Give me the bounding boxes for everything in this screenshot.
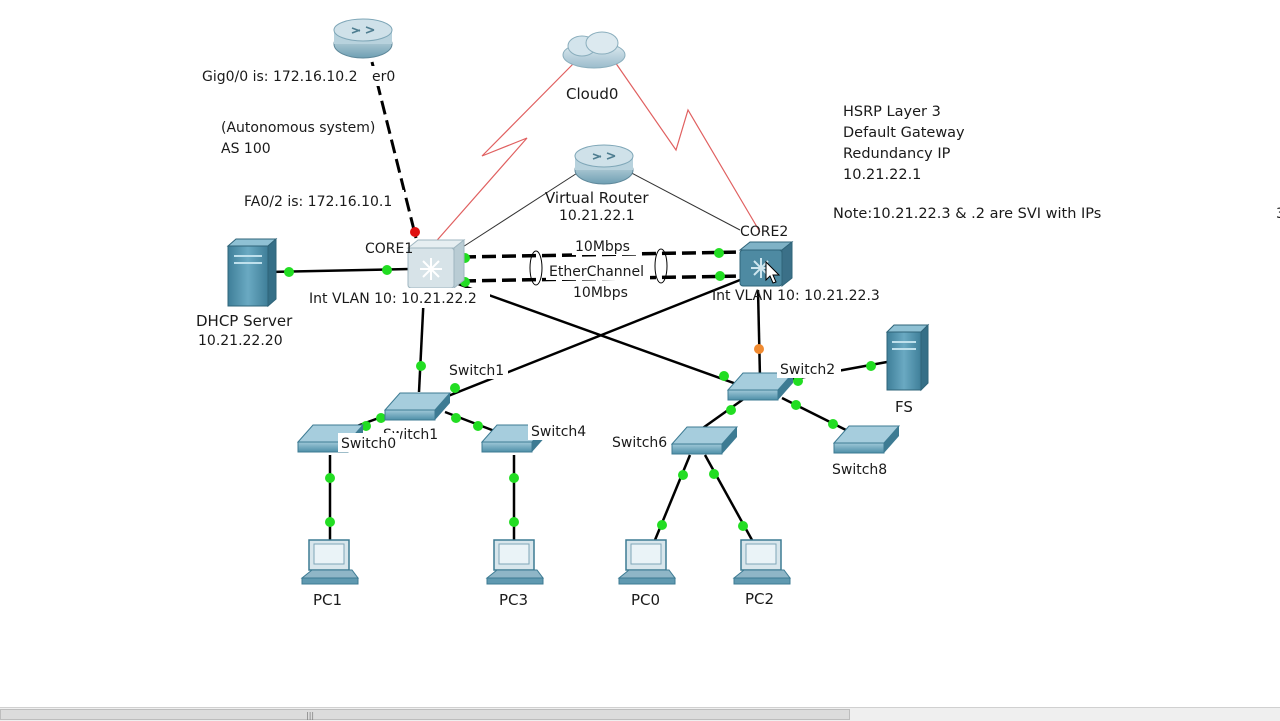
status-dot xyxy=(714,248,724,258)
link-core1-switch1[interactable] xyxy=(417,291,426,393)
dhcp-ip: 10.21.22.20 xyxy=(198,333,283,349)
status-dot xyxy=(738,521,748,531)
status-dot xyxy=(726,405,736,415)
switch1-icon[interactable] xyxy=(383,392,452,421)
virtual-router-label: Virtual Router xyxy=(545,189,649,207)
virtual-router-ip: 10.21.22.1 xyxy=(559,208,635,224)
switch6-label: Switch6 xyxy=(612,435,667,451)
virtual-router-icon[interactable] xyxy=(574,144,634,185)
pc3-icon[interactable] xyxy=(485,539,544,585)
link-switch2-switch6[interactable] xyxy=(699,396,746,432)
status-dot xyxy=(657,520,667,530)
horizontal-scrollbar[interactable]: ||| xyxy=(0,707,1280,721)
pc2-label: PC2 xyxy=(745,590,774,608)
link-core2-switch2[interactable] xyxy=(756,289,762,379)
status-dot xyxy=(410,227,420,237)
status-dot xyxy=(325,517,335,527)
speed-top-label: 10Mbps xyxy=(575,239,630,255)
link-cloud-core2-serial[interactable] xyxy=(614,61,761,233)
hsrp-note-line3: Redundancy IP xyxy=(843,146,951,162)
status-dot xyxy=(473,421,483,431)
status-dot xyxy=(509,473,519,483)
status-dot xyxy=(325,473,335,483)
cloud-icon[interactable] xyxy=(562,31,626,69)
as-label-line2: AS 100 xyxy=(221,141,271,157)
scrollbar-thumb[interactable]: ||| xyxy=(0,709,850,720)
status-dot xyxy=(376,413,386,423)
pc0-icon[interactable] xyxy=(617,539,676,585)
core2-multilayer-switch-icon[interactable] xyxy=(738,240,794,288)
status-dot xyxy=(361,421,371,431)
speed-bottom-label: 10Mbps xyxy=(573,285,628,301)
edge-mark: 3 xyxy=(1276,206,1280,222)
switch1-label: Switch1 xyxy=(449,363,504,379)
link-core2-switch1[interactable] xyxy=(437,276,746,402)
mouse-cursor-icon xyxy=(765,260,781,284)
router0-label-tail: er0 xyxy=(372,69,395,85)
link-cloud-core1-serial[interactable] xyxy=(431,61,576,247)
router0-label: Gig0/0 is: 172.16.10.2 xyxy=(202,69,358,85)
dhcp-label: DHCP Server xyxy=(196,312,293,330)
switch6-icon[interactable] xyxy=(670,426,739,455)
core2-label: CORE2 xyxy=(740,224,788,240)
fs-label: FS xyxy=(895,398,913,416)
status-dot xyxy=(719,371,729,381)
link-vrouter-core2 xyxy=(621,167,741,231)
pc1-icon[interactable] xyxy=(300,539,359,585)
pc2-icon[interactable] xyxy=(732,539,791,585)
switch8-label: Switch8 xyxy=(832,462,887,478)
fa02-label: FA0/2 is: 172.16.10.1 xyxy=(244,194,392,210)
status-dot xyxy=(451,413,461,423)
svi-note: Note:10.21.22.3 & .2 are SVI with IPs xyxy=(833,206,1101,222)
status-dot xyxy=(866,361,876,371)
switch0-label: Switch0 xyxy=(341,436,396,452)
status-dot xyxy=(678,470,688,480)
hsrp-note-line1: HSRP Layer 3 xyxy=(843,104,941,120)
router-icon[interactable] xyxy=(333,18,393,59)
pc1-label: PC1 xyxy=(313,591,342,609)
status-dot xyxy=(793,376,803,386)
etherchannel-oval-right xyxy=(654,248,668,284)
pc0-label: PC0 xyxy=(631,591,660,609)
hsrp-note-line2: Default Gateway xyxy=(843,125,965,141)
switch4-label: Switch4 xyxy=(531,424,586,440)
scrollbar-grip-icon: ||| xyxy=(306,711,315,720)
switch8-icon[interactable] xyxy=(832,425,901,454)
status-dot xyxy=(791,400,801,410)
status-dot xyxy=(754,344,764,354)
link-router0-core1[interactable] xyxy=(370,61,418,239)
status-dot xyxy=(284,267,294,277)
status-dot xyxy=(382,265,392,275)
hsrp-note-line4: 10.21.22.1 xyxy=(843,167,921,183)
status-dot xyxy=(450,383,460,393)
etherchannel-label: EtherChannel xyxy=(549,264,644,280)
status-dot xyxy=(709,469,719,479)
status-dot xyxy=(509,517,519,527)
switch2-label: Switch2 xyxy=(780,362,835,378)
etherchannel-oval-left xyxy=(529,250,543,286)
core1-multilayer-switch-icon[interactable] xyxy=(406,238,466,290)
fs-server-icon[interactable] xyxy=(885,323,930,392)
cloud-label: Cloud0 xyxy=(566,85,618,103)
status-dot xyxy=(828,419,838,429)
switch2-icon[interactable] xyxy=(726,372,795,401)
link-vrouter-core1 xyxy=(454,167,586,253)
pc3-label: PC3 xyxy=(499,591,528,609)
as-label-line1: (Autonomous system) xyxy=(221,120,375,136)
core1-vlan-label: Int VLAN 10: 10.21.22.2 xyxy=(309,291,477,307)
core1-label: CORE1 xyxy=(365,241,413,257)
core2-vlan-label: Int VLAN 10: 10.21.22.3 xyxy=(712,288,880,304)
dhcp-server-icon[interactable] xyxy=(226,237,278,308)
status-dot xyxy=(715,271,725,281)
status-dot xyxy=(416,361,426,371)
